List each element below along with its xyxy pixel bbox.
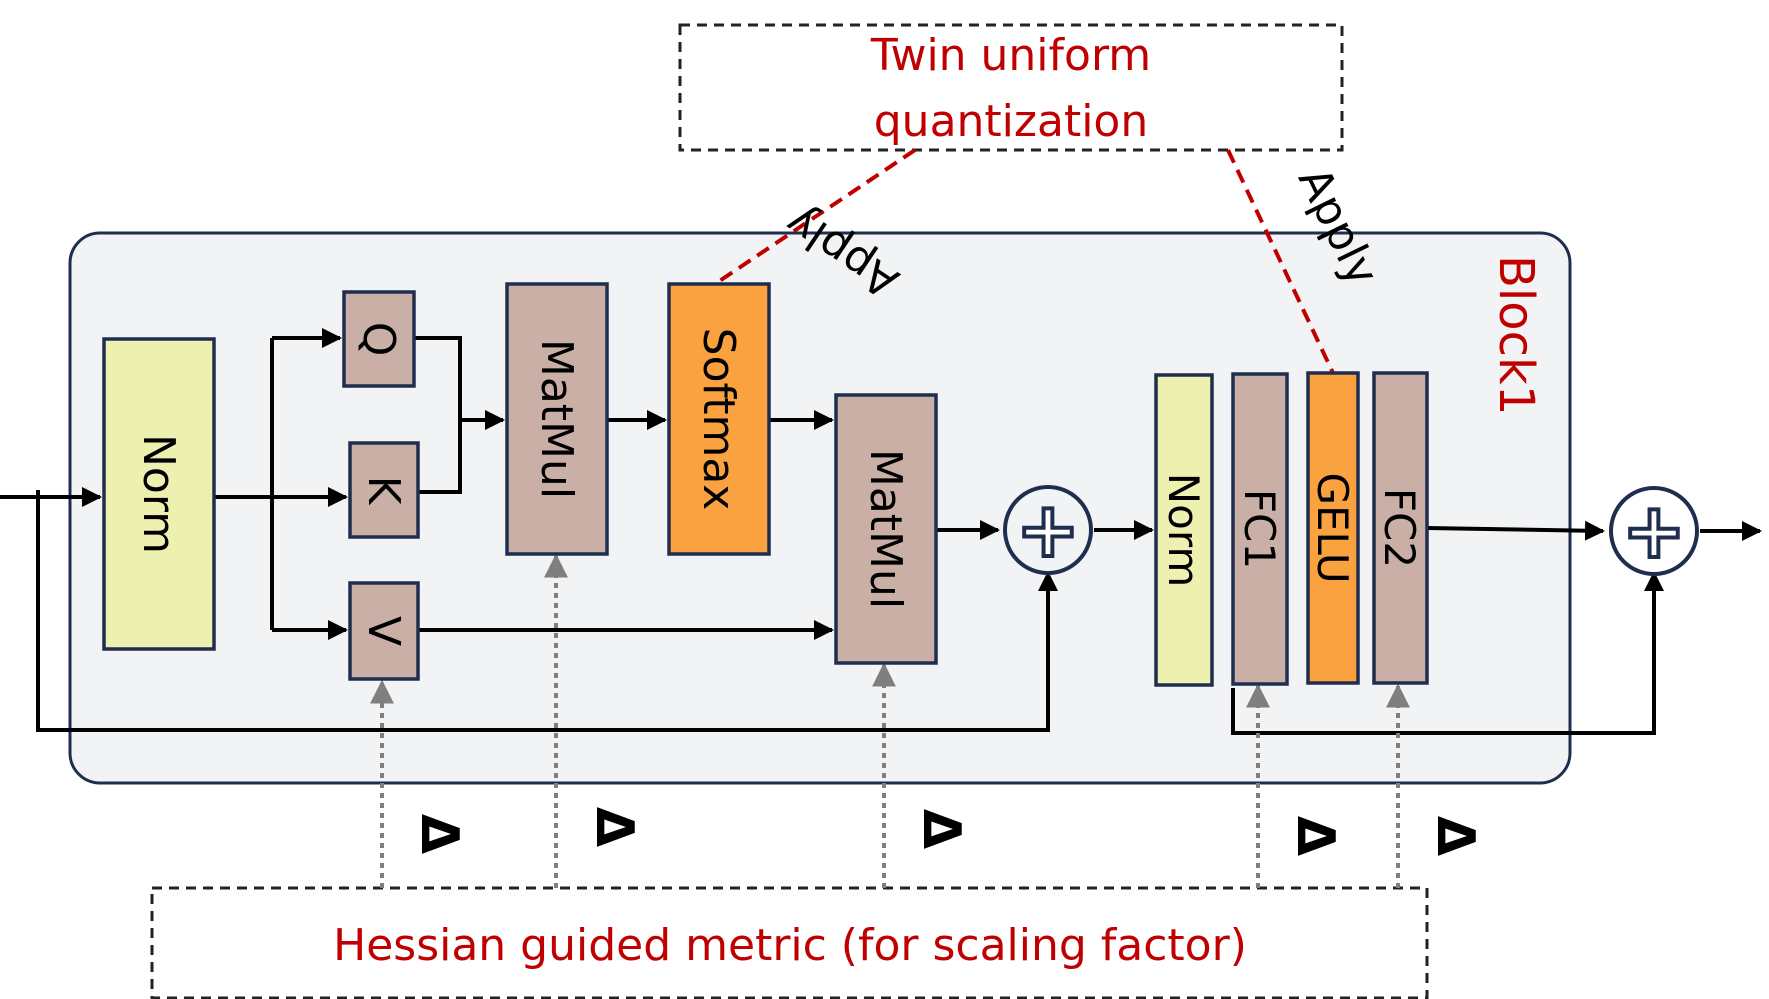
- block-label: Block1: [1488, 255, 1544, 415]
- v-box: [348, 581, 420, 681]
- delta-matmul2: Δ: [911, 809, 971, 849]
- matmul1-box: [505, 282, 609, 556]
- delta-matmul1: Δ: [584, 807, 644, 847]
- norm2-label: Norm: [1159, 473, 1208, 588]
- norm1-label: Norm: [133, 434, 184, 554]
- delta-fc2: Δ: [1425, 816, 1485, 856]
- residual-add-2: [1609, 486, 1699, 576]
- q-label: Q: [353, 322, 404, 357]
- matmul1-label: MatMul: [531, 339, 582, 499]
- k-box: [348, 441, 420, 539]
- residual-add-1: [1003, 485, 1093, 575]
- norm2-box: [1154, 373, 1214, 687]
- matmul2-box: [834, 393, 938, 665]
- norm1-box: [102, 337, 216, 651]
- fc2-box: [1372, 371, 1429, 685]
- softmax-label: Softmax: [693, 328, 744, 511]
- gelu-box: [1306, 371, 1360, 685]
- k-label: K: [358, 476, 409, 506]
- fc1-label: FC1: [1235, 489, 1284, 569]
- plus-icon-2: +: [1622, 486, 1686, 575]
- plus-icon-1: +: [1016, 485, 1080, 574]
- fc1-box: [1231, 372, 1289, 686]
- softmax-box: [667, 282, 771, 556]
- gelu-label: GELU: [1308, 472, 1357, 583]
- apply-line-gelu: [1226, 149, 1335, 374]
- hessian-metric-label: Hessian guided metric (for scaling facto…: [333, 920, 1247, 971]
- delta-v: Δ: [409, 814, 469, 854]
- fc2-label: FC2: [1375, 488, 1424, 568]
- apply-line-softmax: [713, 148, 917, 286]
- matmul2-label: MatMul: [860, 449, 911, 609]
- hessian-metric-box: [150, 886, 1429, 999]
- twin-uniform-quantization-box: [678, 23, 1344, 152]
- q-box: [342, 290, 416, 388]
- twin-uniform-line1: Twin uniform: [870, 30, 1151, 81]
- v-label: V: [358, 616, 409, 646]
- twin-uniform-line2: quantization: [874, 96, 1148, 147]
- delta-fc1: Δ: [1285, 816, 1345, 856]
